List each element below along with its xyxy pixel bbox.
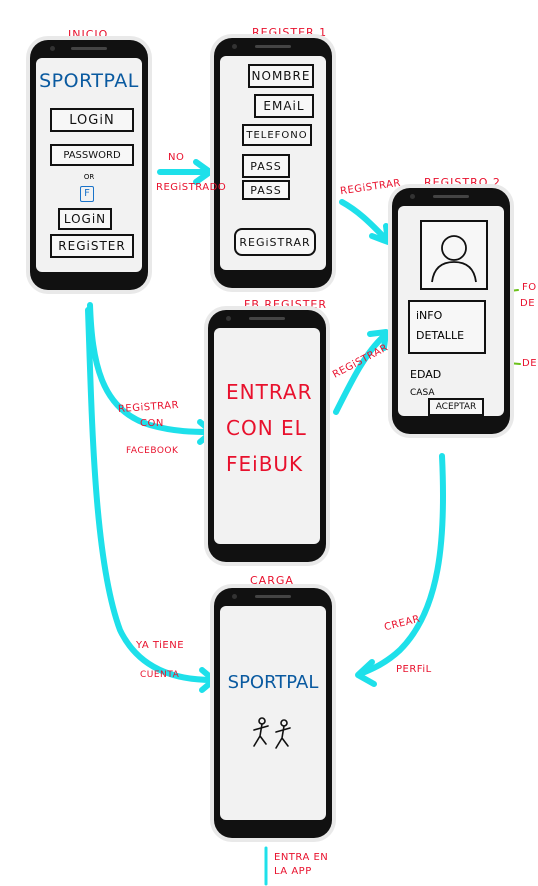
pass-confirm-field[interactable]: PASS	[242, 180, 290, 200]
label-ya-tiene: YA TiENE	[136, 640, 185, 651]
screen-inicio: SPORTPAL LOGiN PASSWORD OR F LOGiN REGiS…	[36, 58, 142, 272]
telefono-field[interactable]: TELEFONO	[242, 124, 312, 146]
or-text: OR	[83, 173, 95, 181]
detalle-label: DETALLE	[416, 329, 465, 342]
screen-carga: SPORTPAL	[220, 606, 326, 820]
arrow-registrar-top	[339, 199, 388, 241]
screen-title-fb-register: FB REGiSTER	[244, 298, 328, 311]
fb-line-1: ENTRAR	[226, 380, 313, 404]
label-entra-en: ENTRA EN	[274, 852, 329, 863]
email-field[interactable]: EMAiL	[254, 94, 314, 118]
arrow-registrar-con-facebook	[87, 302, 213, 435]
label-registrar-con-2: CON	[140, 418, 164, 429]
login-field[interactable]: LOGiN	[50, 108, 134, 132]
arrow-registrar-mid	[333, 333, 387, 415]
arrow-crear-perfil	[357, 453, 447, 677]
brand-logo: SPORTPAL	[39, 70, 139, 92]
phone-inicio: SPORTPAL LOGiN PASSWORD OR F LOGiN REGiS…	[30, 40, 148, 290]
label-la-app: LA APP	[274, 866, 312, 877]
label-no: NO	[168, 152, 185, 163]
screen-register1: NOMBRE EMAiL TELEFONO PASS PASS REGiSTRA…	[220, 56, 326, 270]
password-field[interactable]: PASSWORD	[50, 144, 134, 166]
register-button[interactable]: REGiSTER	[50, 234, 134, 258]
screen-title-carga: CARGA	[250, 574, 294, 587]
brand-logo-carga: SPORTPAL	[227, 672, 319, 693]
phone-register1: NOMBRE EMAiL TELEFONO PASS PASS REGiSTRA…	[214, 38, 332, 288]
note-foto-2: DE	[520, 298, 536, 309]
nombre-field[interactable]: NOMBRE	[248, 64, 314, 88]
screen-registro2: iNFO DETALLE EDAD CASA ACEPTAR	[398, 206, 504, 416]
info-detalle-box[interactable]: iNFO DETALLE	[408, 300, 486, 354]
phone-fb-register: ENTRAR CON EL FEiBUK	[208, 310, 326, 562]
aceptar-button[interactable]: ACEPTAR	[428, 398, 484, 416]
pass-field[interactable]: PASS	[242, 154, 290, 178]
note-detalle: DE	[522, 358, 538, 369]
arrow-ya-tiene-cuenta	[85, 307, 215, 683]
registrar-button[interactable]: REGiSTRAR	[234, 228, 316, 256]
screen-fb-register: ENTRAR CON EL FEiBUK	[214, 328, 320, 544]
phone-registro2: iNFO DETALLE EDAD CASA ACEPTAR	[392, 188, 510, 434]
login-button[interactable]: LOGiN	[58, 208, 112, 230]
label-registrar-con-3: FACEBOOK	[126, 446, 179, 456]
edad-label[interactable]: EDAD	[410, 368, 442, 381]
label-cuenta: CUENTA	[140, 670, 180, 680]
profile-photo-placeholder[interactable]	[420, 220, 488, 290]
fb-line-2: CON EL	[226, 416, 307, 440]
runners-icon	[253, 717, 291, 749]
facebook-icon[interactable]: F	[80, 186, 94, 202]
fb-line-3: FEiBUK	[226, 452, 304, 476]
fb-message: ENTRAR CON EL FEiBUK	[226, 374, 312, 482]
arrow-head	[193, 159, 213, 185]
screen-title-inicio: iNiCiO	[68, 28, 109, 41]
screen-title-registro2: REGiSTRO 2	[424, 176, 501, 189]
info-label: iNFO	[416, 309, 443, 322]
user-avatar-icon	[431, 235, 477, 283]
phone-carga: SPORTPAL	[214, 588, 332, 838]
note-foto-1: FO	[522, 282, 537, 293]
label-registrado: REGiSTRADO	[156, 182, 227, 193]
screen-title-register1: REGiSTER 1	[252, 26, 328, 39]
casa-label[interactable]: CASA	[410, 388, 435, 398]
label-perfil: PERFiL	[396, 664, 432, 675]
